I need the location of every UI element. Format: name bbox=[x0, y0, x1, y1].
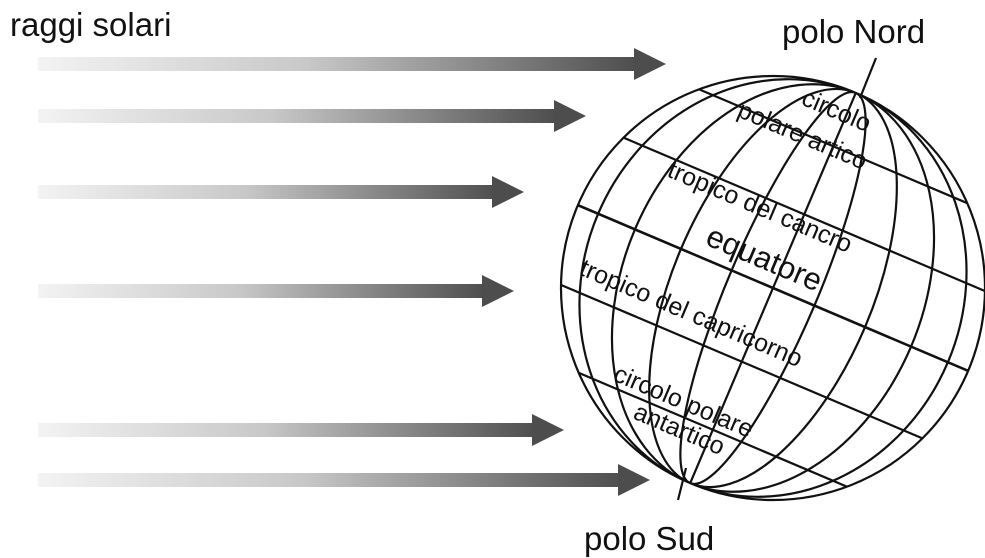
sun-ray-4-arrow-icon bbox=[38, 275, 514, 307]
tropic-of-cancer-line bbox=[589, 122, 985, 308]
north-pole-pointer bbox=[858, 57, 878, 99]
sun-rays bbox=[38, 48, 666, 496]
globe-outline bbox=[559, 74, 985, 502]
north-pole-label: polo Nord bbox=[782, 13, 926, 50]
sun-ray-2-arrow-icon bbox=[38, 100, 586, 132]
south-pole-label: polo Sud bbox=[584, 520, 715, 557]
rays-label: raggi solari bbox=[10, 6, 172, 43]
equator-line bbox=[558, 195, 985, 382]
sun-ray-6-arrow-icon bbox=[38, 464, 650, 496]
sun-ray-1-arrow-icon bbox=[38, 48, 666, 80]
south-pole-pointer bbox=[676, 467, 688, 501]
sun-ray-5-arrow-icon bbox=[38, 414, 564, 446]
sun-ray-3-arrow-icon bbox=[38, 176, 524, 208]
tropic-of-capricorn-line bbox=[526, 269, 961, 456]
